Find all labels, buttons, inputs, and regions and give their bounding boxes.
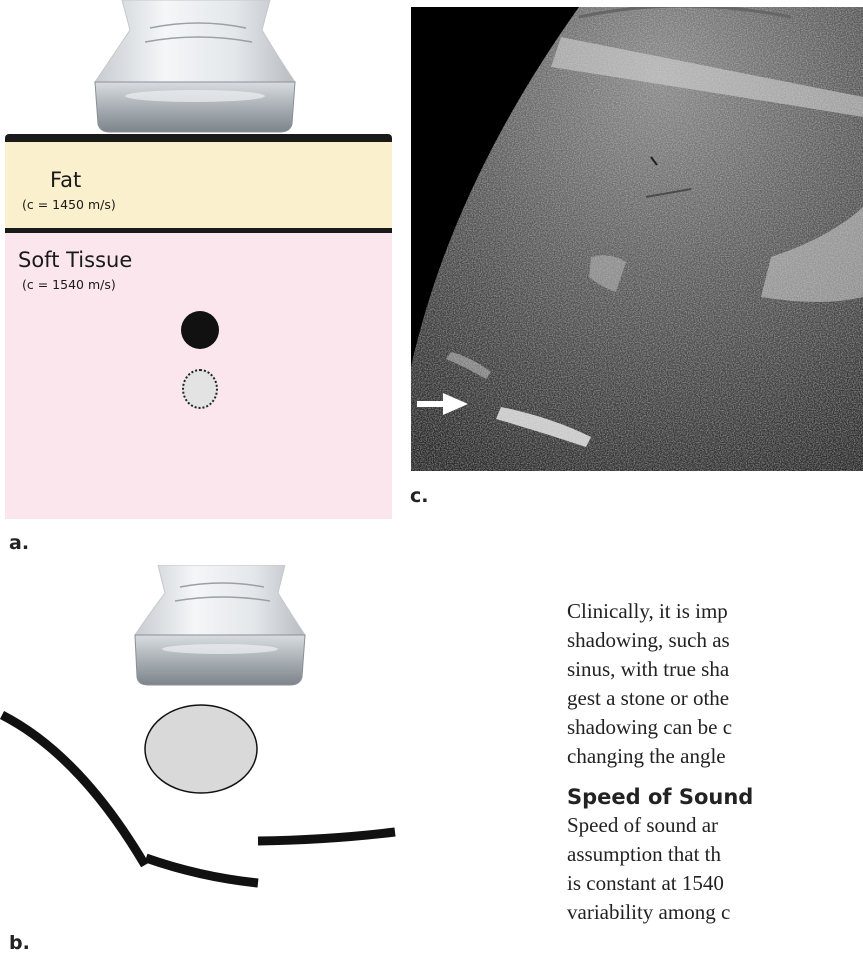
text-line: is constant at 1540 bbox=[567, 869, 863, 898]
transducer-icon bbox=[135, 565, 305, 685]
section-block: Speed of Sound Speed of sound ar assumpt… bbox=[567, 783, 863, 927]
body-text-block: Clinically, it is imp shadowing, such as… bbox=[567, 597, 863, 771]
curved-interface-left bbox=[2, 715, 145, 865]
panel-c-label: c. bbox=[410, 485, 428, 507]
section-heading: Speed of Sound bbox=[567, 783, 863, 811]
text-line: assumption that th bbox=[567, 840, 863, 869]
artifact-ellipse bbox=[145, 705, 257, 793]
text-line: shadowing can be c bbox=[567, 713, 863, 742]
panel-b bbox=[0, 565, 400, 925]
panel-a: Fat (c = 1450 m/s) Soft Tissue (c = 1540… bbox=[0, 0, 392, 522]
fat-label: Fat bbox=[50, 168, 81, 192]
skin-line bbox=[5, 134, 392, 142]
text-line: Clinically, it is imp bbox=[567, 597, 863, 626]
fat-speed-label: (c = 1450 m/s) bbox=[22, 197, 116, 212]
ultrasound-image bbox=[411, 7, 863, 471]
text-line: changing the angle bbox=[567, 742, 863, 771]
soft-tissue-layer: Soft Tissue (c = 1540 m/s) bbox=[5, 233, 392, 519]
curved-interface-right bbox=[258, 832, 395, 841]
panel-b-label: b. bbox=[9, 932, 30, 954]
transducer-icon bbox=[0, 0, 392, 140]
fat-layer: Fat (c = 1450 m/s) bbox=[5, 142, 392, 228]
text-line: shadowing, such as bbox=[567, 626, 863, 655]
panel-a-label: a. bbox=[9, 532, 29, 554]
text-line: sinus, with true sha bbox=[567, 655, 863, 684]
displaced-interface-segment bbox=[146, 858, 258, 883]
soft-tissue-label: Soft Tissue bbox=[18, 248, 132, 272]
text-line: Speed of sound ar bbox=[567, 811, 863, 840]
soft-tissue-speed-label: (c = 1540 m/s) bbox=[22, 277, 116, 292]
panel-c-ultrasound bbox=[411, 7, 863, 471]
text-line: variability among c bbox=[567, 898, 863, 927]
true-object bbox=[181, 311, 219, 349]
artifact-object bbox=[182, 369, 218, 409]
text-line: gest a stone or othe bbox=[567, 684, 863, 713]
